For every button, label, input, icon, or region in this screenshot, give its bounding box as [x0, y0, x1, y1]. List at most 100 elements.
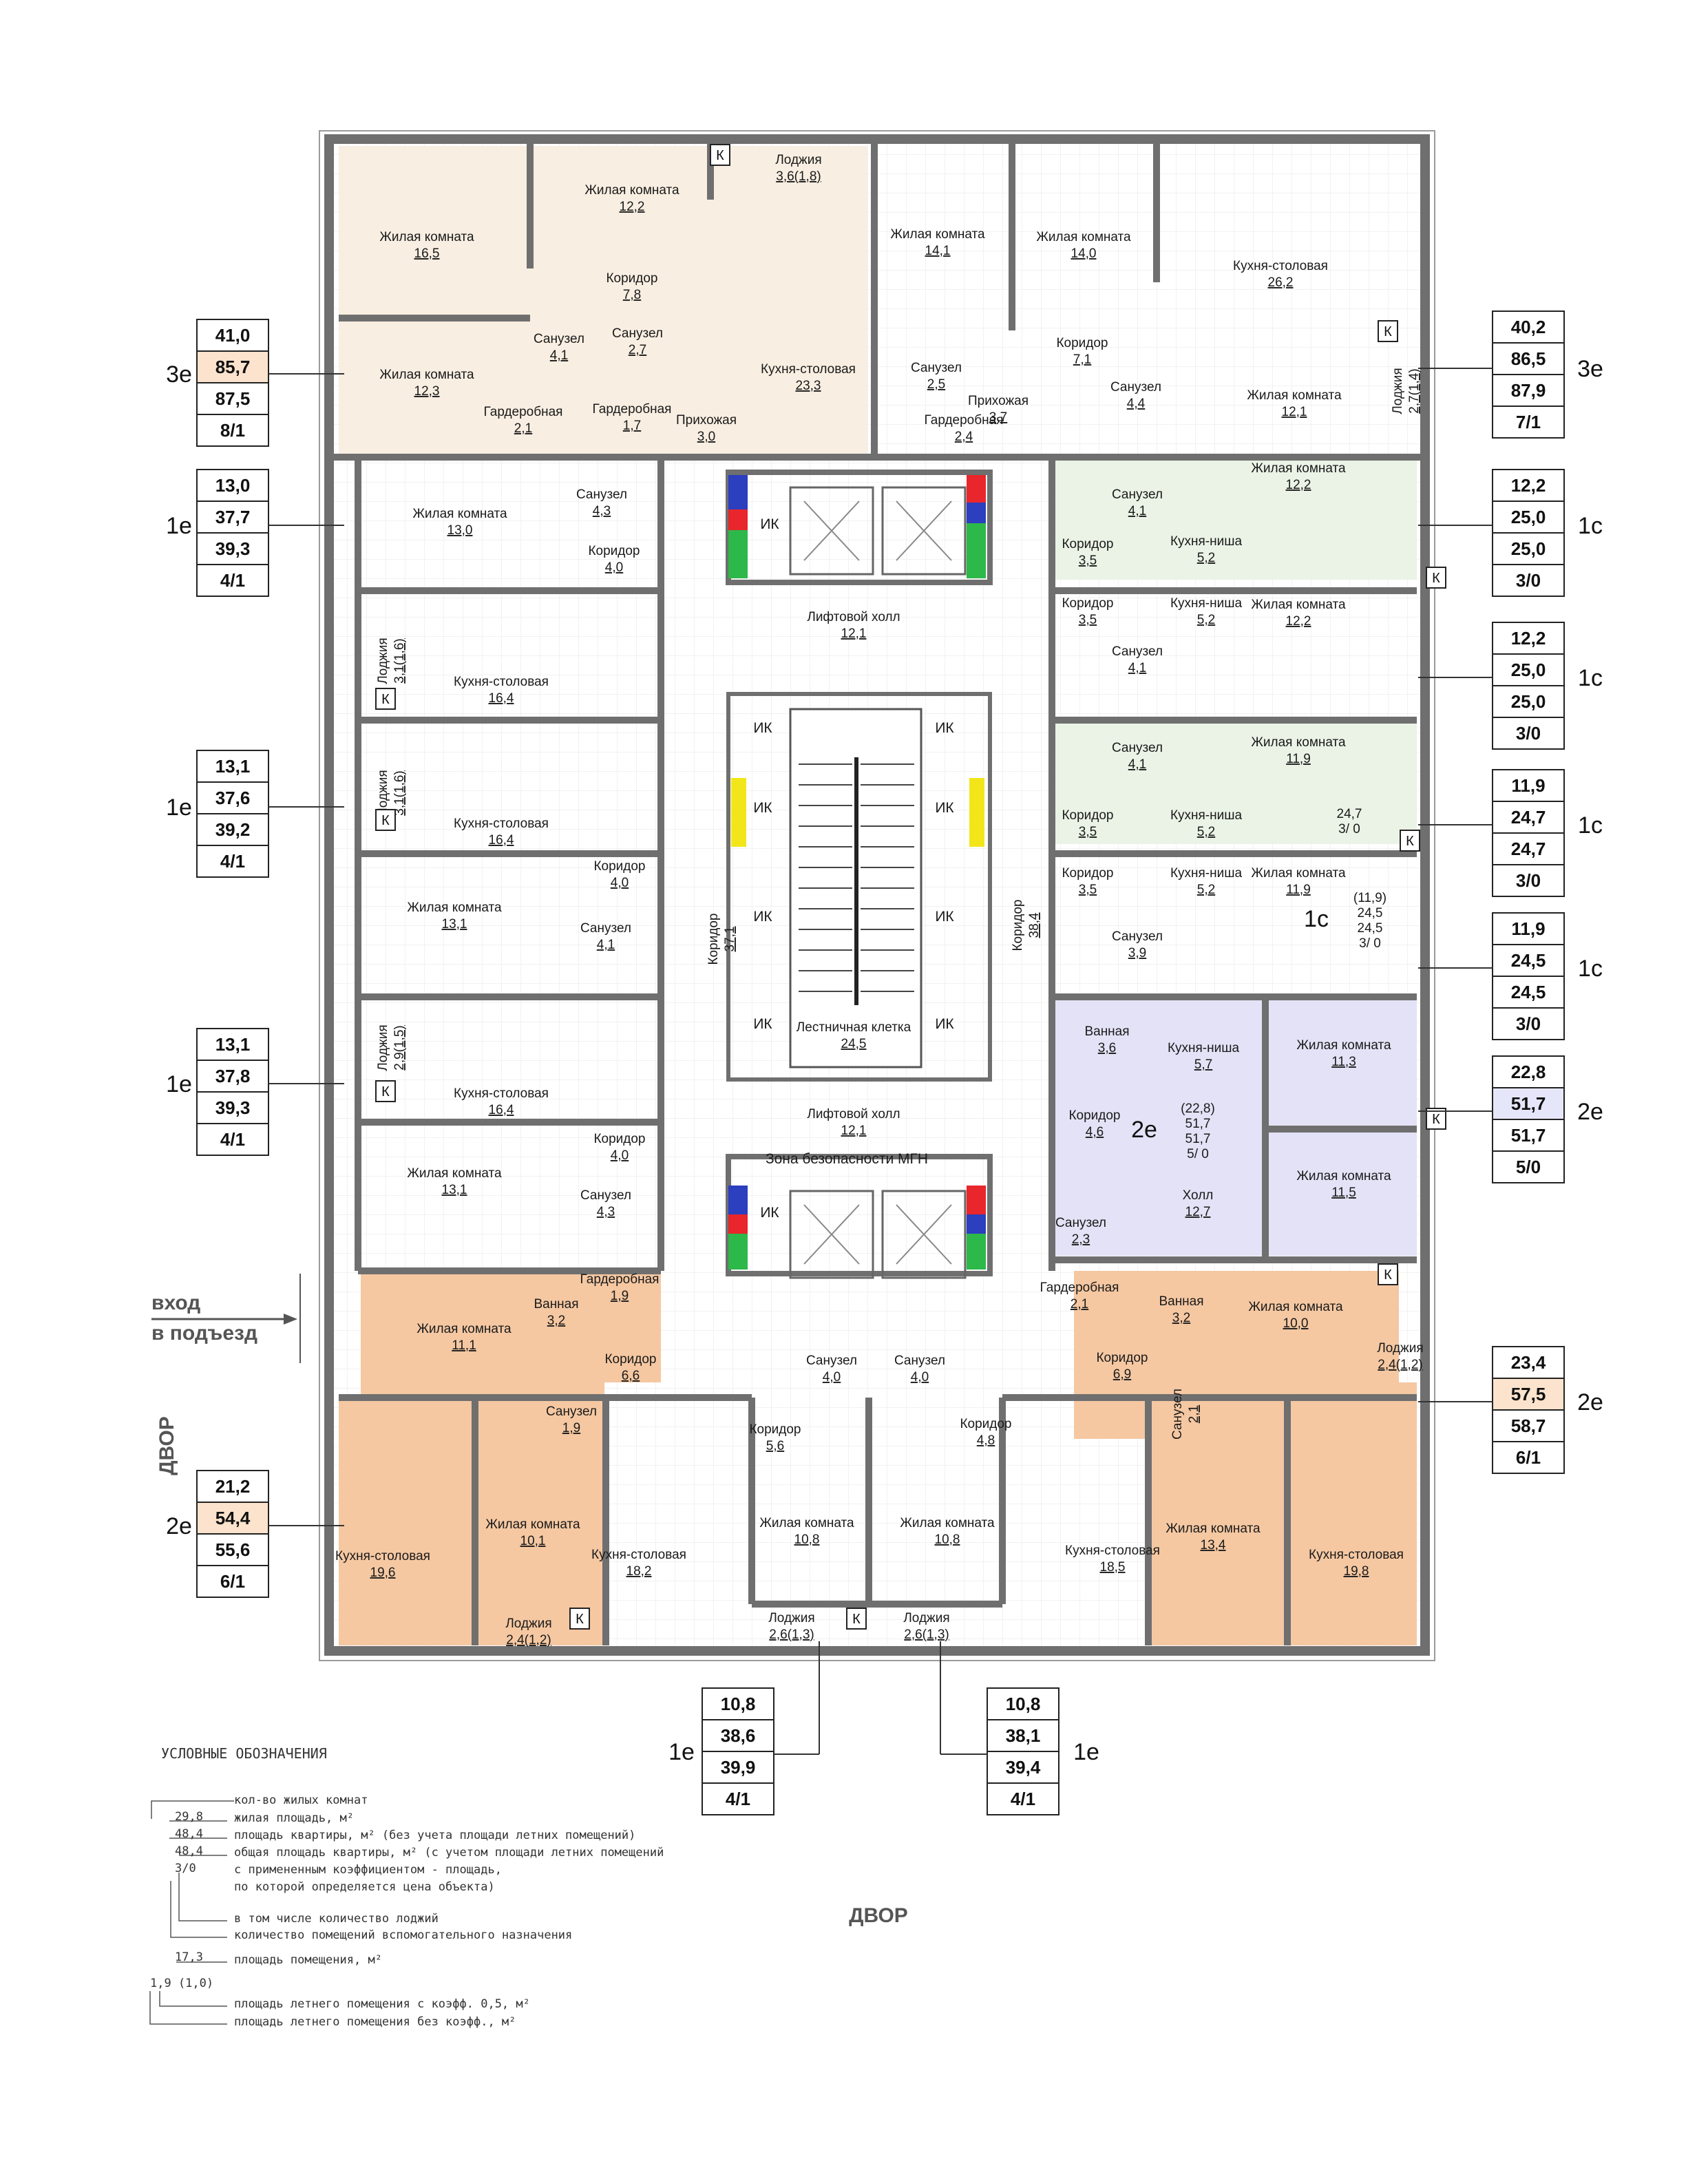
room-area: 4,4	[1127, 397, 1146, 411]
room-name: Жилая комната	[1296, 1169, 1391, 1183]
room-name: Прихожая	[676, 413, 737, 428]
apartment-box-cell	[1492, 1119, 1565, 1152]
apartment-box-cell	[1492, 406, 1565, 439]
apartment-box: 12,225,025,03/01с	[1418, 622, 1603, 750]
building-core	[726, 470, 993, 1279]
room-area: 5,7	[1194, 1057, 1212, 1072]
room-area: 13,0	[447, 523, 473, 538]
room-area: 10,8	[935, 1533, 960, 1547]
room-area: 6,9	[1113, 1367, 1131, 1382]
apartment-box-cell	[1492, 342, 1565, 375]
apartment-box: 13,137,639,24/11е	[166, 750, 344, 878]
room-area: 5,2	[1197, 825, 1215, 839]
apartment-box-cell	[1492, 944, 1565, 977]
apartment-box-value: 7/1	[1516, 412, 1541, 432]
apartment-box-cell	[1492, 717, 1565, 750]
apartment-box-cell	[1492, 1007, 1565, 1040]
room-name: Лоджия	[768, 1611, 814, 1625]
apartment-box-value: 41,0	[215, 325, 251, 346]
room-area: 12,2	[620, 200, 645, 214]
room-name: Жилая комната	[1251, 735, 1346, 750]
room-name: Коридор	[1062, 866, 1113, 881]
apartment-box-cell	[1492, 564, 1565, 597]
entry-arrow-icon	[284, 1314, 297, 1325]
room-area: 2,1	[1071, 1297, 1088, 1312]
apartment-box-cell	[196, 845, 269, 878]
apartment-box-value: 11,9	[1511, 918, 1545, 939]
apartment-box-value: 4/1	[220, 570, 245, 591]
room-area: 4,0	[605, 560, 623, 575]
room-area: 3,5	[1079, 554, 1097, 568]
room-name: Коридор	[1056, 336, 1108, 350]
legend: УСЛОВНЫЕ ОБОЗНАЧЕНИЯ 29,8 48,4 48,4 3/0 …	[149, 1745, 664, 2029]
apartment-type: 2е	[166, 1513, 192, 1539]
apartment-type: 3е	[1577, 356, 1603, 382]
apartment-box-cell	[1492, 1441, 1565, 1474]
room-label: Кухня-ниша 5,7	[1168, 1041, 1240, 1072]
room-name: Лестничная клетка	[797, 1020, 911, 1035]
room-name: Санузел	[806, 1354, 857, 1368]
apartment-type: 1с	[1578, 956, 1603, 982]
room-name: Санузел	[546, 1404, 597, 1419]
room-area: 2,1	[514, 421, 532, 436]
room-name: Лоджия	[505, 1616, 551, 1631]
apartment-type: 3е	[166, 361, 192, 388]
room-area: 16,4	[489, 833, 514, 847]
room-name: Лоджия	[775, 153, 821, 167]
inplan-value: 24,5	[1358, 921, 1383, 936]
room-area: 11,5	[1331, 1186, 1356, 1200]
room-name: Кухня-ниша	[1168, 1041, 1240, 1055]
apartment-box-cell	[1492, 469, 1565, 502]
apt-1c-3-fill	[1052, 720, 1417, 844]
svg-text:в том числе количество лоджий: в том числе количество лоджий	[234, 1912, 439, 1926]
apartment-box-value: 25,0	[1511, 538, 1546, 559]
apartment-box-cell	[196, 1470, 269, 1503]
entry-label-2: в подъезд	[151, 1322, 257, 1345]
apartment-box-cell	[1492, 622, 1565, 655]
svg-text:29,8: 29,8	[175, 1810, 203, 1824]
mgn-zone-label: Зона безопасности МГН	[766, 1151, 928, 1167]
room-name: Жилая комната	[407, 901, 502, 915]
room-name: Лоджия	[376, 770, 390, 816]
apartment-box-cell	[1492, 532, 1565, 565]
apartment-box-cell	[1492, 1409, 1565, 1442]
room-name: Гардеробная	[1040, 1281, 1119, 1295]
ik-label: ИК	[760, 1205, 779, 1221]
room-name: Кухня-ниша	[1170, 866, 1243, 881]
room-name: Санузел	[612, 326, 663, 341]
apartment-box-cell	[196, 564, 269, 597]
room-area: 37,1	[723, 927, 737, 952]
apartment-box-value: 87,9	[1511, 380, 1546, 401]
room-name: Лоджия	[376, 1024, 390, 1071]
room-area: 3,5	[1079, 613, 1097, 627]
apartment-box-cell	[196, 1091, 269, 1124]
room-name: Жилая комната	[412, 507, 507, 521]
apartment-box-value: 10,8	[1006, 1694, 1041, 1714]
room-name: Санузел	[1112, 644, 1163, 659]
apartment-box-value: 8/1	[220, 420, 245, 441]
room-name: Ванная	[1084, 1024, 1129, 1039]
room-name: Жилая комната	[900, 1516, 995, 1530]
room-area: 1,7	[623, 419, 641, 433]
apartment-box-cell	[196, 781, 269, 814]
room-name: Санузел	[911, 361, 962, 375]
